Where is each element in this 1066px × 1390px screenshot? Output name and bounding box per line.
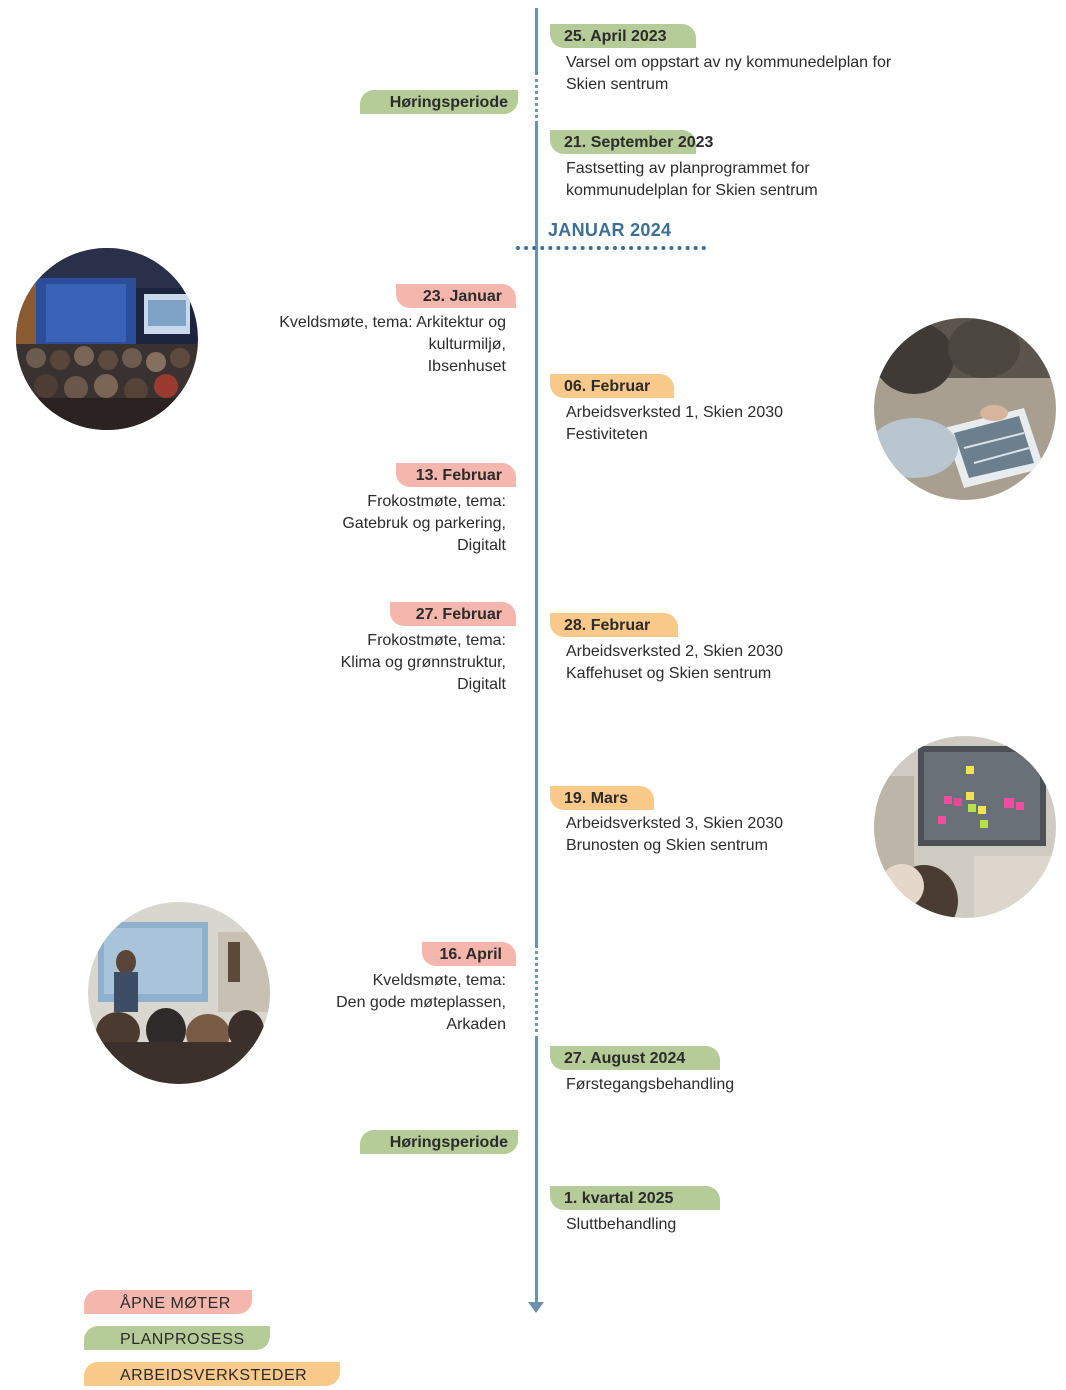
legend-item-arbeidsverksteder: ARBEIDSVERKSTEDER [84,1362,340,1386]
event-description-line: kommunudelplan for Skien sentrum [566,182,818,199]
event-date-pill: 21. September 2023 [550,130,713,154]
event-date-pill: 27. Februar [390,602,516,626]
event-date-pill: 06. Februar [550,374,674,398]
evening-meeting-presentation-photo [88,902,270,1084]
event-description: Frokostmøte, tema: Gatebruk og parkering… [200,491,506,557]
workshop-sticky-notes-photo [874,736,1056,918]
event-description-line: Arbeidsverksted 2, Skien 2030 [566,643,784,660]
event-description-line: Arbeidsverksted 3, Skien 2030 [566,815,784,832]
event-description-line: Frokostmøte, tema: [367,493,506,510]
event-description-line: Klima og grønnstruktur, [340,654,506,671]
evening-meeting-presentation-image [88,902,270,1084]
event-description: Frokostmøte, tema: Klima og grønnstruktu… [200,630,506,696]
event-description-line: Sluttbehandling [566,1216,677,1233]
event-description-line: Varsel om oppstart av ny kommunedelplan … [566,54,892,71]
event-description: Førstegangsbehandling [566,1074,734,1096]
horingsperiode-badge: Høringsperiode [360,1130,518,1154]
event-date-pill: 13. Februar [396,463,516,487]
event-date-pill: 1. kvartal 2025 [550,1186,720,1210]
timeline-axis [535,8,538,1304]
event-date-pill: 25. April 2023 [550,24,696,48]
workshop-map-table-image [874,318,1056,500]
event-date-text: 21. September 2023 [564,134,714,151]
event-date-pill: 27. August 2024 [550,1046,720,1070]
legend-item-planprosess: PLANPROSESS [84,1326,270,1350]
event-description-line: Førstegangsbehandling [566,1076,735,1093]
timeline-dotted-segment [533,72,540,124]
event-description-line: Gatebruk og parkering, [342,515,506,532]
event-date-pill: 16. April [422,942,516,966]
horingsperiode-badge: Høringsperiode [360,90,518,114]
event-description-line: Festiviteten [566,426,648,443]
event-description-line: Kveldsmøte, tema: Arkitektur og [279,314,506,331]
workshop-sticky-notes-image [874,736,1056,918]
concert-hall-audience-photo [16,248,198,430]
event-description: Kveldsmøte, tema: Den gode møteplassen, … [200,970,506,1036]
milestone-label: JANUAR 2024 [548,220,672,240]
event-description-line: Kaffehuset og Skien sentrum [566,665,772,682]
milestone-dotted-line [516,246,706,250]
event-date-pill: 19. Mars [550,786,654,810]
event-description-line: Brunosten og Skien sentrum [566,837,768,854]
event-description-line: Den gode møteplassen, [336,994,506,1011]
event-description: Fastsetting av planprogrammet for kommun… [566,158,818,202]
event-date-pill: 23. Januar [396,284,516,308]
event-description-line: Frokostmøte, tema: [367,632,506,649]
event-description-line: Digitalt [457,537,506,554]
event-date-pill: 28. Februar [550,613,678,637]
event-description: Kveldsmøte, tema: Arkitektur og kulturmi… [200,312,506,378]
event-description-line: kulturmiljø, [428,336,506,353]
event-description-line: Fastsetting av planprogrammet for [566,160,810,177]
event-description-line: Skien sentrum [566,76,669,93]
event-description: Sluttbehandling [566,1214,676,1236]
timeline-dotted-segment [533,944,540,1040]
event-description-line: Arkaden [446,1016,506,1033]
event-description-line: Kveldsmøte, tema: [372,972,506,989]
workshop-map-table-photo [874,318,1056,500]
event-description-line: Ibsenhuset [427,358,506,375]
event-description-line: Arbeidsverksted 1, Skien 2030 [566,404,784,421]
concert-hall-audience-image [16,248,198,430]
legend-item-apne-moter: ÅPNE MØTER [84,1290,252,1314]
event-description-line: Digitalt [457,676,506,693]
event-description: Arbeidsverksted 2, Skien 2030 Kaffehuset… [566,641,783,685]
event-description: Varsel om oppstart av ny kommunedelplan … [566,52,891,96]
event-description: Arbeidsverksted 3, Skien 2030 Brunosten … [566,813,783,857]
event-description: Arbeidsverksted 1, Skien 2030 Festivitet… [566,402,783,446]
timeline-arrowhead [528,1302,544,1313]
